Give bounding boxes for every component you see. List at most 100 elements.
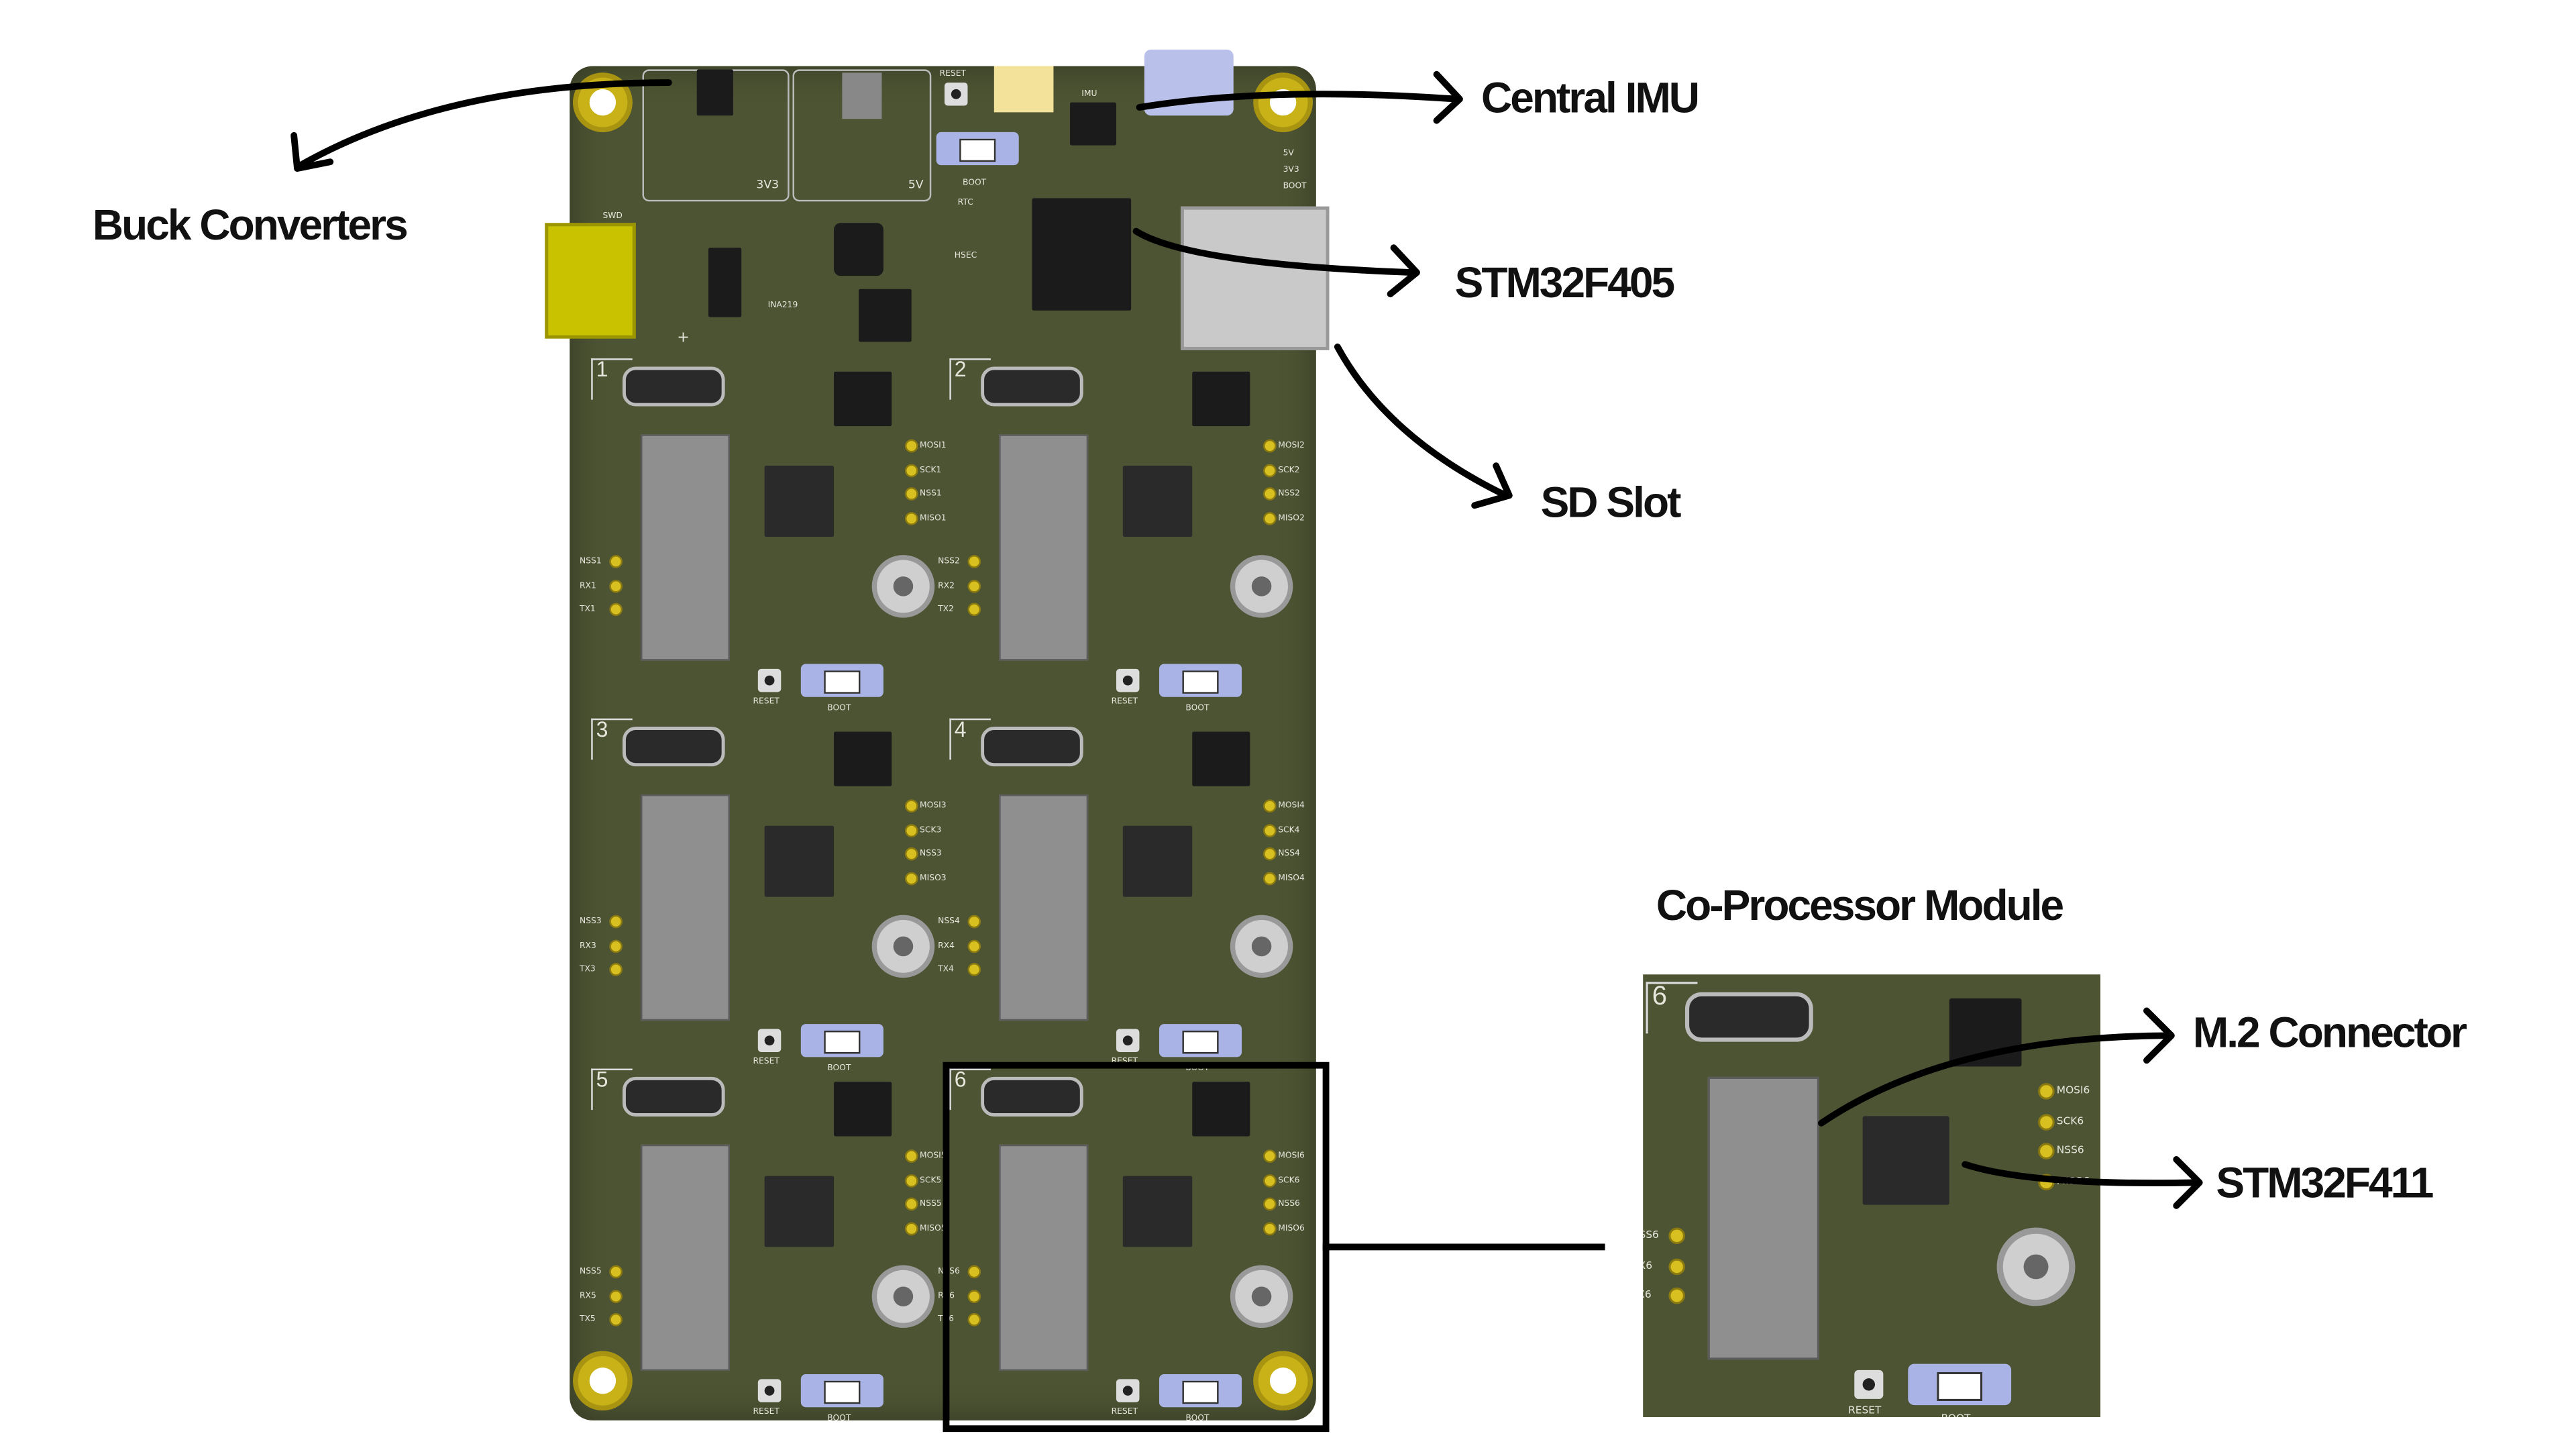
boot-switch[interactable] xyxy=(1908,1363,2012,1406)
main-reset-button[interactable] xyxy=(944,83,968,106)
main-boot-switch[interactable] xyxy=(936,132,1019,166)
pin-pad xyxy=(609,1312,623,1327)
m2-connector[interactable] xyxy=(641,1144,730,1371)
pin-pad xyxy=(609,1265,623,1279)
m2-connector[interactable] xyxy=(641,794,730,1021)
pin-label: MOSI5 xyxy=(920,1151,947,1161)
stm32f411-chip xyxy=(764,1176,835,1247)
m2-connector[interactable] xyxy=(641,434,730,661)
pin-label: TX6 xyxy=(1643,1289,1652,1302)
silk-boot: BOOT xyxy=(963,178,987,189)
arrow-stm32f411 xyxy=(1962,1156,2203,1209)
stm32f411-chip xyxy=(764,825,835,897)
pin-label: RX2 xyxy=(938,580,955,590)
pin-pad xyxy=(1263,847,1277,861)
boot-switch[interactable] xyxy=(1159,1374,1242,1408)
reset-label: RESET xyxy=(1848,1405,1882,1417)
boot-label: BOOT xyxy=(827,1414,851,1424)
silk-rtc: RTC xyxy=(957,198,973,209)
module-number-marker xyxy=(949,718,991,760)
mounting-hole xyxy=(1253,1351,1313,1411)
pin-pad xyxy=(609,555,623,568)
pin-label: SCK2 xyxy=(1278,464,1300,475)
m2-connector[interactable] xyxy=(999,434,1089,661)
reset-button[interactable] xyxy=(1116,1029,1140,1052)
reset-label: RESET xyxy=(1111,1407,1138,1417)
m2-connector[interactable] xyxy=(1707,1076,1819,1360)
flash-chip xyxy=(834,371,892,427)
reset-button[interactable] xyxy=(757,668,782,692)
pin-pad xyxy=(967,1312,981,1327)
usb-c-port[interactable] xyxy=(981,1076,1083,1117)
silk-5v: 5V xyxy=(908,178,924,192)
boot-switch[interactable] xyxy=(800,1024,883,1057)
module-number: 5 xyxy=(596,1067,608,1092)
pin-pad xyxy=(904,871,918,885)
pin-pad xyxy=(609,915,623,929)
arrow-buck-converters xyxy=(290,79,672,172)
pin-label: RX6 xyxy=(1643,1259,1653,1272)
buck-5v-outline xyxy=(792,69,932,202)
flash-chip xyxy=(1192,371,1250,427)
module-number-marker xyxy=(949,358,991,400)
pin-pad xyxy=(2038,1083,2055,1100)
ina219-chip xyxy=(858,289,912,342)
boot-label: BOOT xyxy=(1941,1413,1970,1417)
reset-button[interactable] xyxy=(757,1029,782,1052)
stm32f411-chip xyxy=(1122,825,1193,897)
pin-pad xyxy=(609,1289,623,1302)
reset-button[interactable] xyxy=(1116,1379,1140,1402)
pin-label: SCK4 xyxy=(1278,825,1300,835)
pin-pad xyxy=(609,939,623,953)
stm32f405-chip xyxy=(1032,198,1132,311)
usb-c-port[interactable] xyxy=(981,366,1083,407)
usb-c-port[interactable] xyxy=(622,366,725,407)
boot-switch[interactable] xyxy=(1159,664,1242,697)
usb-c-port[interactable] xyxy=(1684,992,1813,1042)
pin-label: MISO1 xyxy=(920,513,947,523)
pin-label: RX1 xyxy=(579,580,596,590)
label-coprocessor-module: Co-Processor Module xyxy=(1656,880,2064,930)
reset-button[interactable] xyxy=(757,1379,782,1402)
m2-connector[interactable] xyxy=(999,1144,1089,1371)
flash-chip xyxy=(834,1082,892,1137)
label-stm32f411: STM32F411 xyxy=(2216,1157,2434,1208)
reset-button[interactable] xyxy=(1116,668,1140,692)
boot-label: BOOT xyxy=(827,1064,851,1074)
sd-card-slot[interactable] xyxy=(1180,206,1330,350)
mounting-standoff xyxy=(871,555,935,618)
boot-switch[interactable] xyxy=(800,664,883,697)
pin-label: MISO3 xyxy=(920,872,947,883)
mounting-hole xyxy=(1253,72,1313,132)
imu-chip xyxy=(1070,102,1116,146)
label-central-imu: Central IMU xyxy=(1481,72,1700,123)
pin-pad xyxy=(2038,1143,2055,1159)
pin-label: NSS1 xyxy=(920,488,942,499)
pin-label: NSS2 xyxy=(1278,488,1300,499)
pin-pad xyxy=(904,1221,918,1235)
pin-pad xyxy=(1263,511,1277,525)
usb-c-port[interactable] xyxy=(622,1076,725,1117)
boot-switch[interactable] xyxy=(800,1374,883,1408)
pin-pad xyxy=(904,439,918,453)
pin-pad xyxy=(2038,1112,2055,1130)
reset-button[interactable] xyxy=(1854,1369,1884,1399)
pin-pad xyxy=(967,578,981,592)
pin-pad xyxy=(967,603,981,617)
pin-pad xyxy=(967,1289,981,1302)
arrow-central-imu xyxy=(1136,70,1463,124)
label-stm32f405: STM32F405 xyxy=(1454,257,1676,307)
m2-connector[interactable] xyxy=(999,794,1089,1021)
pin-pad xyxy=(1263,439,1277,453)
usb-c-port[interactable] xyxy=(622,727,725,767)
buzzer xyxy=(834,223,883,276)
xt30-power-connector[interactable] xyxy=(545,223,636,339)
pin-label: NSS6 xyxy=(1278,1199,1300,1209)
pin-label: MOSI6 xyxy=(2056,1085,2090,1098)
module-number-marker xyxy=(1646,982,1698,1034)
boot-switch[interactable] xyxy=(1159,1024,1242,1057)
usb-c-port[interactable] xyxy=(981,727,1083,767)
